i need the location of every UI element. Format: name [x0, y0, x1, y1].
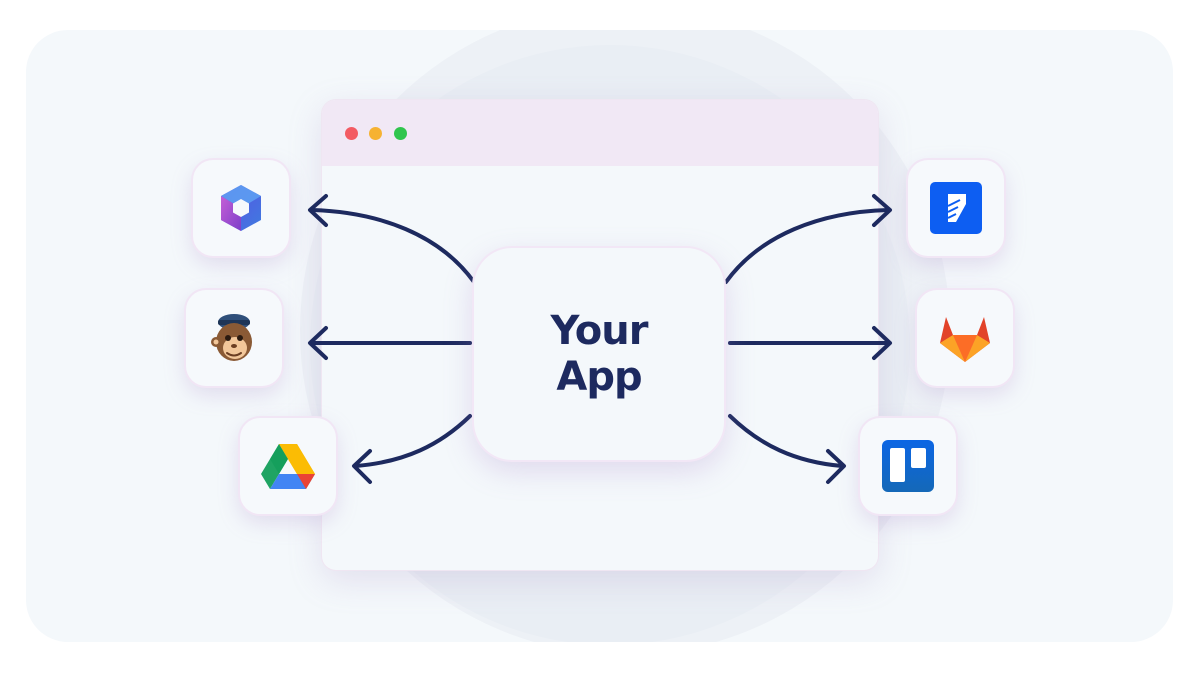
gitlab-icon [940, 317, 990, 362]
google-drive-icon [261, 444, 315, 489]
maximize-dot[interactable] [394, 127, 407, 140]
microsoft-365-icon [221, 185, 261, 231]
arrowhead-microsoft-365 [308, 194, 328, 227]
mailchimp-icon [211, 314, 252, 361]
close-dot[interactable] [345, 127, 358, 140]
minimize-dot[interactable] [369, 127, 382, 140]
arrowhead-google-drive [352, 449, 372, 484]
arrowhead-confluence [872, 194, 892, 227]
window-titlebar [322, 100, 878, 166]
arrowhead-trello [826, 449, 846, 484]
your-app-card[interactable]: Your App [474, 248, 724, 460]
trello-icon [882, 440, 934, 492]
arrowhead-mailchimp [308, 326, 328, 360]
arrow-to-trello [728, 414, 844, 468]
arrowhead-gitlab [872, 326, 892, 360]
arrow-to-confluence [724, 208, 890, 284]
mailchimp-tile[interactable] [186, 290, 282, 386]
google-drive-tile[interactable] [240, 418, 336, 514]
gitlab-tile[interactable] [917, 290, 1013, 386]
trello-tile[interactable] [860, 418, 956, 514]
arrow-to-google-drive [354, 414, 472, 468]
arrow-to-microsoft-365 [310, 208, 476, 284]
confluence-style-icon [930, 182, 982, 234]
confluence-tile[interactable] [908, 160, 1004, 256]
microsoft-365-tile[interactable] [193, 160, 289, 256]
app-window [322, 100, 878, 570]
your-app-title: Your App [550, 308, 649, 400]
